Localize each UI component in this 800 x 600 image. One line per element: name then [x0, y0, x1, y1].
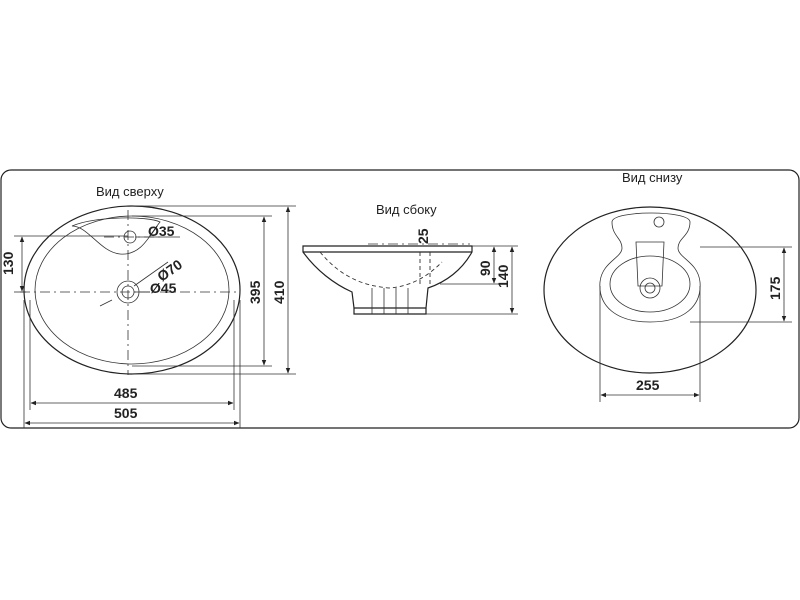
dim-25: 25 [415, 228, 431, 244]
dim-d45: Ø45 [150, 280, 177, 296]
dim-410: 410 [271, 280, 287, 304]
side-basin-profile [302, 245, 473, 309]
side-view: Вид сбоку 25 90 140 [302, 202, 518, 315]
bottom-drain [639, 277, 661, 299]
top-view-title: Вид сверху [96, 184, 164, 199]
top-view: Вид сверху Ø35 Ø70 Ø45 130 [0, 184, 296, 428]
dim-d35: Ø35 [148, 223, 175, 239]
drawing-frame [0, 169, 800, 429]
bottom-outer-rim [543, 206, 757, 374]
side-view-title: Вид сбоку [376, 202, 437, 217]
dim-90: 90 [477, 260, 493, 276]
dim-130: 130 [0, 251, 16, 275]
bottom-view: Вид снизу 175 255 [543, 170, 792, 402]
top-faucet-deck [71, 217, 161, 255]
dim-175: 175 [767, 276, 783, 300]
top-inner-bowl [34, 215, 230, 365]
side-foot [353, 308, 427, 315]
dim-255: 255 [636, 377, 660, 393]
dim-485: 485 [114, 385, 138, 401]
bottom-view-title: Вид снизу [622, 170, 683, 185]
bottom-tap-hole [653, 216, 665, 228]
dim-140: 140 [495, 264, 511, 288]
dim-505: 505 [114, 405, 138, 421]
bottom-faucet-support [599, 212, 701, 323]
dim-395: 395 [247, 280, 263, 304]
